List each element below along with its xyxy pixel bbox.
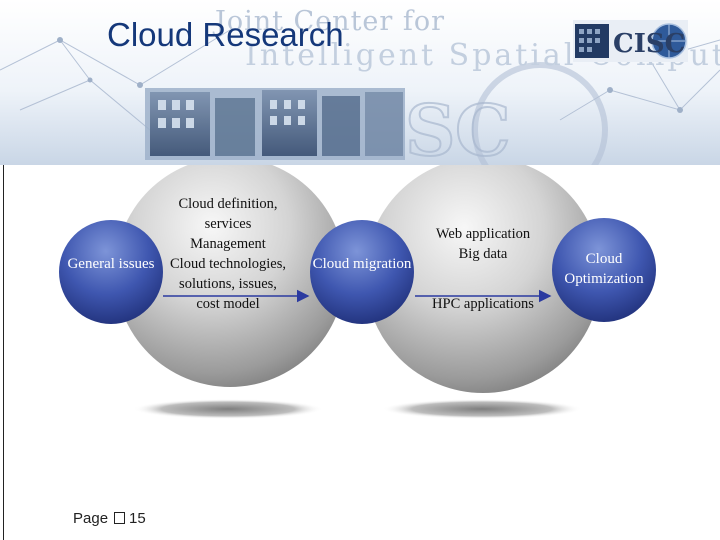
page-number: 15 bbox=[129, 510, 146, 527]
cloud-optimization-node bbox=[552, 218, 656, 322]
left-line: Management bbox=[190, 236, 266, 252]
cloud-research-diagram: General issues Cloud migration Cloud Opt… bbox=[0, 165, 720, 540]
missing-glyph-box bbox=[114, 512, 126, 524]
cloud-optimization-label: Cloud Optimization bbox=[564, 251, 644, 287]
logo-lettering: CISC bbox=[613, 29, 685, 59]
page-footer: Page 15 bbox=[73, 510, 146, 527]
slide-title: Cloud Research bbox=[107, 16, 344, 53]
header-bg-text-line1: Joint Center for bbox=[215, 6, 446, 37]
svg-text:C: C bbox=[455, 89, 511, 165]
left-sphere-text: Cloud definition, services Management Cl… bbox=[147, 194, 309, 314]
right-line: HPC applications bbox=[432, 296, 534, 312]
page-label: Page bbox=[73, 510, 109, 527]
left-margin-rule bbox=[3, 165, 4, 540]
cloud-migration-label: Cloud migration bbox=[312, 256, 412, 272]
right-sphere-text: Web application Big data HPC application… bbox=[410, 224, 556, 314]
right-line: Big data bbox=[458, 246, 508, 262]
left-sphere-shadow bbox=[133, 399, 323, 419]
right-sphere-shadow bbox=[382, 399, 582, 419]
left-sphere bbox=[115, 165, 345, 387]
general-issues-label: General issues bbox=[67, 256, 155, 272]
left-line: services bbox=[204, 216, 252, 232]
right-line-spacer bbox=[410, 264, 556, 294]
diagram-graphics bbox=[59, 165, 656, 419]
cloud-migration-node bbox=[310, 220, 414, 324]
left-line: Cloud definition, bbox=[178, 196, 278, 212]
svg-text:S: S bbox=[405, 89, 456, 165]
right-sphere bbox=[365, 165, 601, 393]
right-line: Web application bbox=[435, 226, 531, 242]
general-issues-node bbox=[59, 220, 163, 324]
cisc-logo: CISC bbox=[573, 20, 688, 62]
header-banner: S C Joint Center for Intelligent Spatial… bbox=[0, 0, 720, 165]
left-line: Cloud technologies, bbox=[170, 256, 286, 272]
left-line: cost model bbox=[196, 296, 260, 312]
left-line: solutions, issues, bbox=[179, 276, 277, 292]
